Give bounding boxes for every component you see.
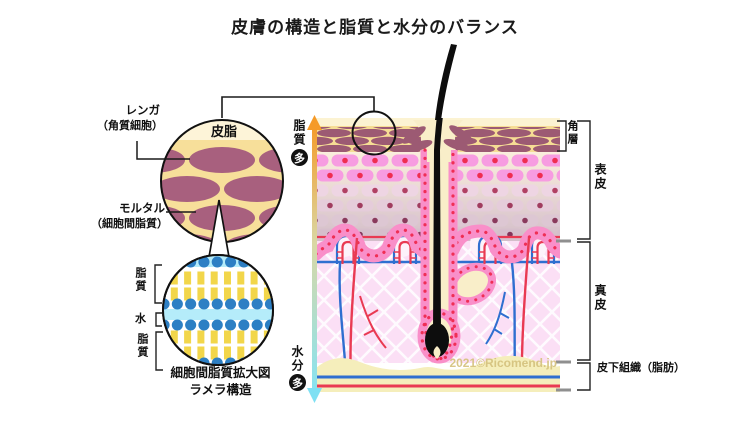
callout-connector-line bbox=[221, 96, 375, 118]
arrow-head-down bbox=[307, 388, 322, 403]
axis-water-badge: 多 bbox=[289, 374, 306, 391]
lamella-brackets bbox=[154, 264, 163, 371]
copyright-watermark: 2021©Ricomend.jp bbox=[449, 356, 557, 370]
subcutaneous-layer bbox=[316, 355, 560, 392]
brick-label-line1: レンガ bbox=[125, 105, 161, 117]
mortar-label-line1: モルタル bbox=[119, 203, 165, 215]
lamella-caption-line1: 細胞間脂質拡大図 bbox=[170, 366, 271, 380]
lamella-lipid-top-label: 脂質 bbox=[134, 267, 146, 293]
layer-label-stratum-corneum: 角層 bbox=[566, 120, 578, 146]
lamella-caption-line2: ラメラ構造 bbox=[189, 383, 252, 397]
basal-layer-wave bbox=[316, 223, 560, 264]
dermal-papilla-notch bbox=[433, 346, 441, 359]
bracket-epidermis bbox=[577, 120, 591, 240]
bracket-subcutaneous bbox=[577, 362, 591, 391]
lipid-water-gradient-arrow bbox=[307, 115, 322, 403]
mortar-label-line2: （細胞間脂質） bbox=[91, 218, 168, 230]
hair-shaft bbox=[425, 118, 449, 359]
hair-follicle bbox=[417, 148, 461, 364]
lamella-water-label: 水 bbox=[135, 313, 146, 325]
brick-label-pointer bbox=[136, 141, 190, 160]
layer-label-dermis: 真皮 bbox=[593, 284, 607, 312]
hair-tip bbox=[435, 44, 457, 120]
zoom-callout-circle bbox=[351, 110, 397, 156]
axis-lipid-badge: 多 bbox=[291, 149, 308, 166]
axis-lipid-label: 脂質 bbox=[292, 119, 306, 147]
lamella-lipid-bottom-label: 脂質 bbox=[136, 333, 148, 359]
sebum-label: 皮脂 bbox=[210, 124, 237, 139]
bracket-stratum-corneum bbox=[557, 120, 567, 152]
layer-label-epidermis: 表皮 bbox=[593, 163, 607, 191]
layer-label-subcutaneous: 皮下組織（脂肪） bbox=[597, 362, 685, 374]
layer-brackets bbox=[557, 120, 591, 391]
brick-label-line2: （角質細胞） bbox=[97, 120, 163, 132]
water-band-middle bbox=[163, 309, 273, 320]
lamella-circle bbox=[162, 254, 274, 366]
layer-boundary-ticks bbox=[556, 239, 571, 392]
page-title: 皮膚の構造と脂質と水分のバランス bbox=[231, 18, 519, 37]
axis-water-label: 水分 bbox=[290, 345, 304, 373]
arrow-head-up bbox=[307, 115, 322, 130]
bracket-dermis bbox=[577, 241, 591, 361]
